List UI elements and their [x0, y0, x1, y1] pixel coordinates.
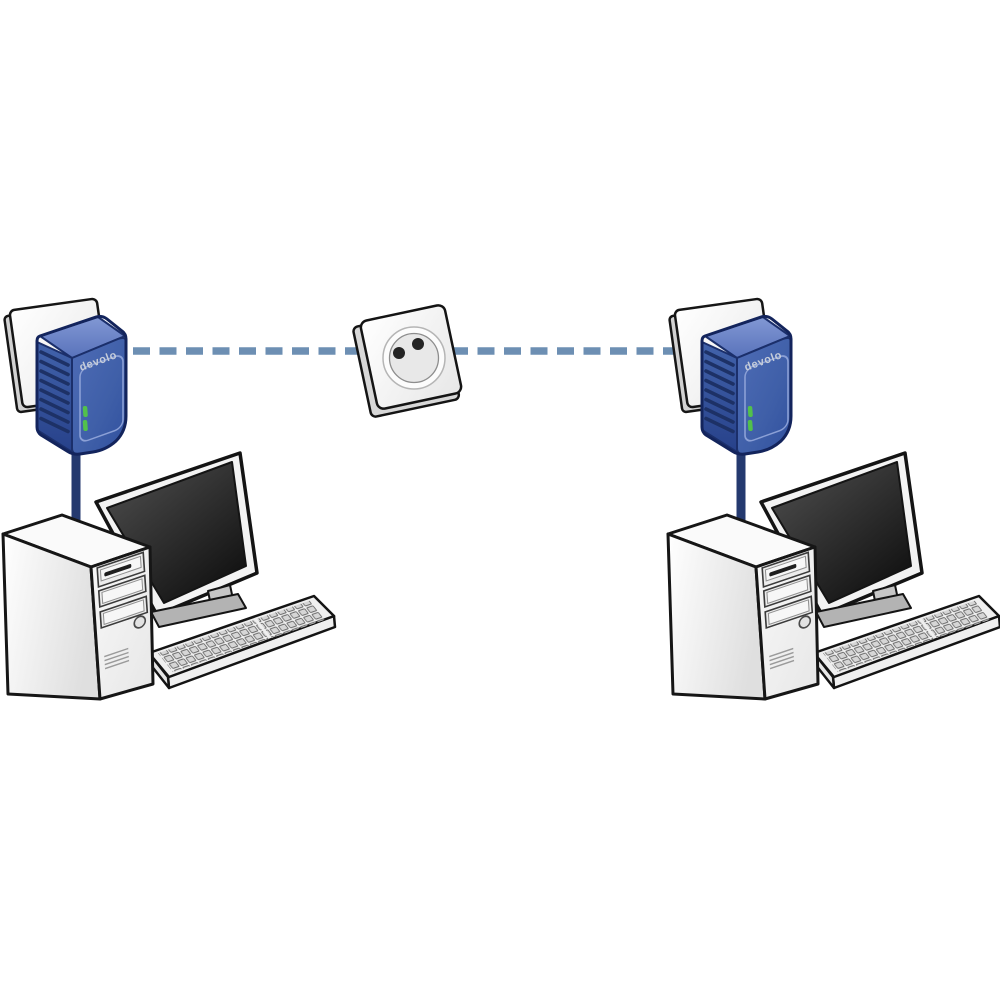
socket-pin-hole [393, 347, 405, 359]
socket-pin-hole [412, 338, 424, 350]
right-station: devolo [668, 298, 1000, 699]
wall-outlet [352, 304, 463, 418]
left-station: devolo [3, 298, 335, 699]
socket-recess [388, 332, 440, 384]
